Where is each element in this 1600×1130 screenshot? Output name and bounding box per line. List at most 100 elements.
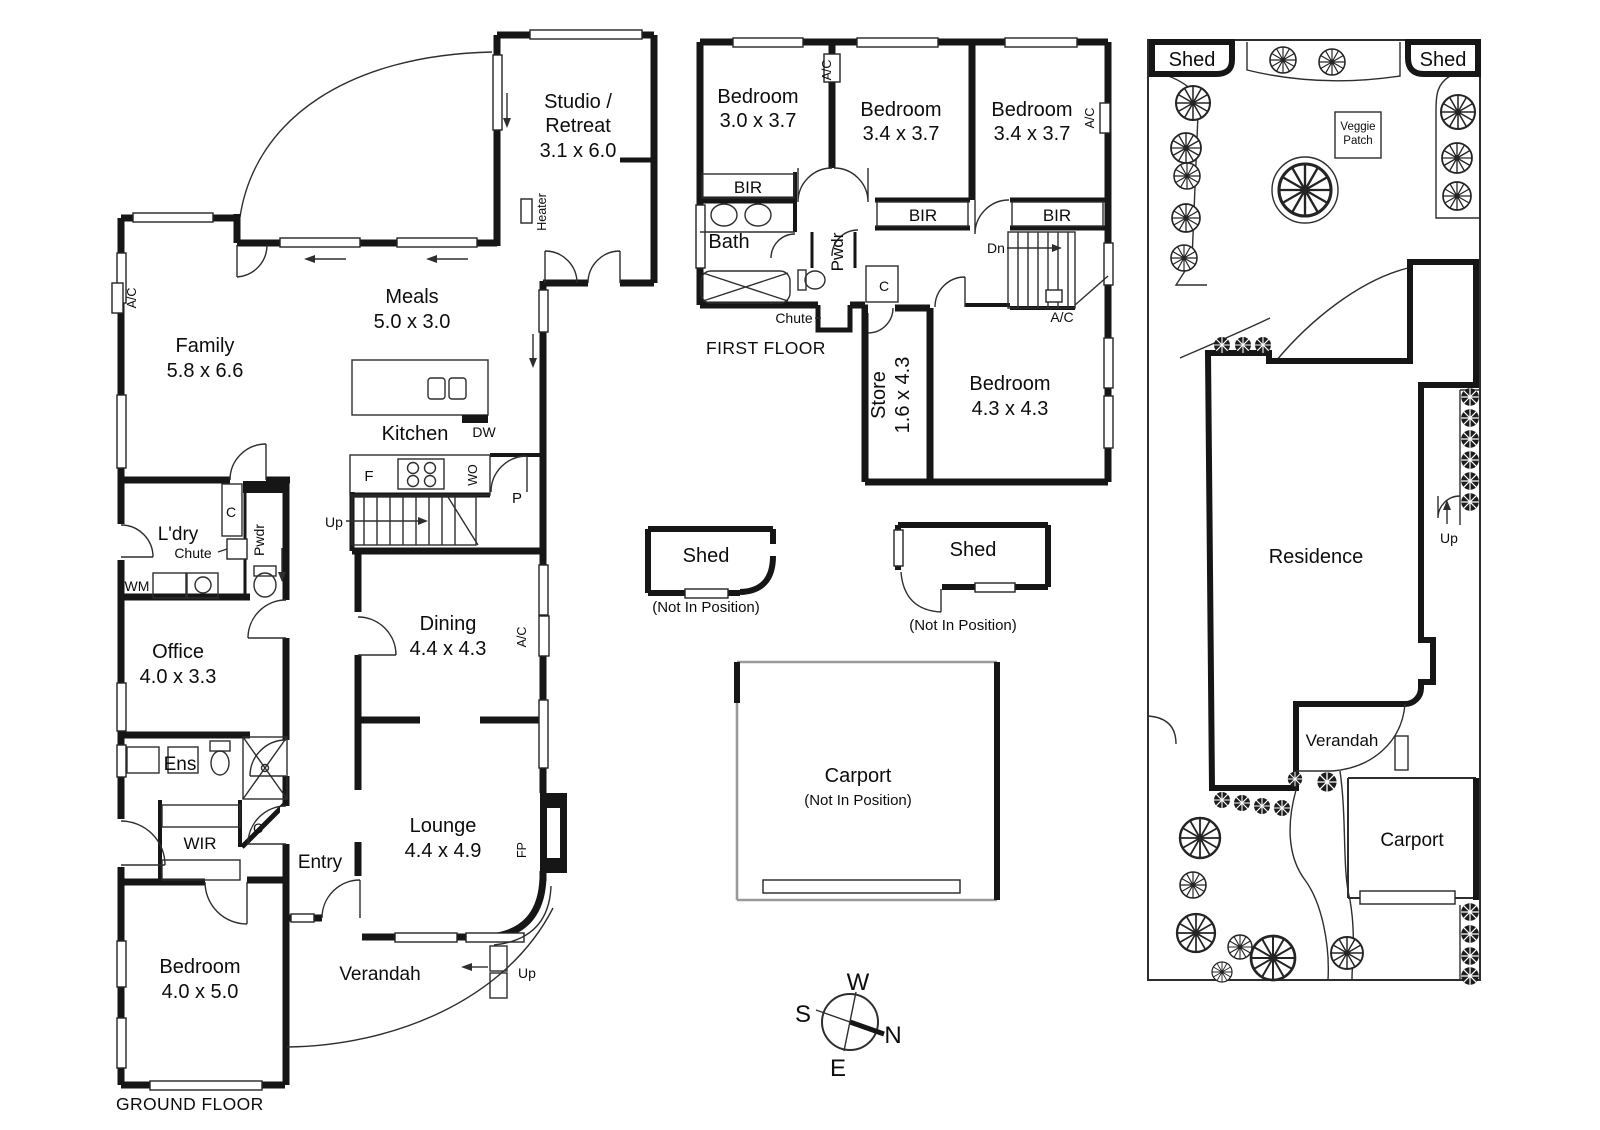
compass-south: S xyxy=(795,1001,811,1028)
label-bir3: BIR xyxy=(1043,206,1071,225)
first-floor-windows xyxy=(695,37,1114,449)
shed1-note: (Not In Position) xyxy=(652,599,760,616)
site-carport: Carport xyxy=(1347,777,1479,905)
room-dims-office: 4.0 x 3.3 xyxy=(140,666,217,688)
room-dims-dining: 4.4 x 4.3 xyxy=(410,638,487,660)
label-dining-ac: A/C xyxy=(515,627,529,648)
label-ff-cupboard: C xyxy=(879,278,889,294)
label-ff-ac1: A/C xyxy=(820,60,834,81)
residence-label: Residence xyxy=(1269,546,1364,568)
compass-west: W xyxy=(847,969,870,996)
dining-ac-unit xyxy=(538,615,550,657)
compass: W S N E xyxy=(795,969,902,1082)
kitchen-island xyxy=(351,359,489,423)
caption-ground-floor: GROUND FLOOR xyxy=(116,1094,264,1114)
room-label-entry: Entry xyxy=(298,852,343,873)
label-pantry: P xyxy=(512,490,522,507)
room-label-office: Office xyxy=(152,641,204,663)
room-label-bedroom2: Bedroom xyxy=(860,99,941,121)
label-bir2: BIR xyxy=(909,206,937,225)
room-label-studio-1: Studio / xyxy=(544,91,612,113)
label-wm: WM xyxy=(125,578,150,594)
room-dims-bedroom1: 3.0 x 3.7 xyxy=(720,110,797,132)
room-label-store: Store xyxy=(868,371,890,419)
site-shrubs xyxy=(1213,336,1480,986)
shed2: Shed (Not In Position) xyxy=(893,522,1051,634)
room-label-dining: Dining xyxy=(420,613,477,635)
site-verandah: Verandah xyxy=(1296,703,1409,772)
label-heater: Heater xyxy=(535,193,549,231)
site-shed-right-label: Shed xyxy=(1420,49,1467,71)
label-verandah-up: Up xyxy=(518,965,536,981)
ground-floor-arrows xyxy=(304,93,537,368)
compass-east: E xyxy=(830,1055,846,1082)
site-up-label: Up xyxy=(1440,530,1458,546)
ground-floor-doors xyxy=(120,244,621,925)
room-dims-lounge: 4.4 x 4.9 xyxy=(405,840,482,862)
room-label-verandah: Verandah xyxy=(339,964,420,985)
outbuildings: Shed (Not In Position) Shed (Not In Posi… xyxy=(645,522,1051,902)
site-carport-label: Carport xyxy=(1380,830,1444,851)
label-wall-oven: WO xyxy=(466,464,480,486)
room-dims-family: 5.8 x 6.6 xyxy=(167,360,244,382)
room-label-family: Family xyxy=(176,335,235,357)
label-ff-ac2: A/C xyxy=(1083,108,1097,129)
label-family-ac: A/C xyxy=(125,288,139,309)
label-powder-gf: Pwdr xyxy=(251,524,267,556)
label-cupboard-laundry: C xyxy=(226,504,236,520)
carport-nip-note: (Not In Position) xyxy=(804,792,912,809)
site-shed-left-label: Shed xyxy=(1169,49,1216,71)
room-label-meals: Meals xyxy=(385,286,438,308)
wir-robes xyxy=(161,804,241,881)
label-cupboard-hall: C xyxy=(253,820,263,836)
room-label-lounge: Lounge xyxy=(410,815,477,837)
room-dims-bedroom3: 3.4 x 3.7 xyxy=(994,123,1071,145)
ensuite-fixtures xyxy=(126,736,288,800)
ground-floor-stairs xyxy=(346,496,479,546)
room-label-studio-2: Retreat xyxy=(545,115,611,137)
shed2-note: (Not In Position) xyxy=(909,617,1017,634)
label-ff-ac3: A/C xyxy=(1050,309,1073,325)
room-label-bedroom3: Bedroom xyxy=(991,99,1072,121)
label-fridge: F xyxy=(364,468,373,485)
room-dims-studio: 3.1 x 6.0 xyxy=(540,140,617,162)
ff-ac-unit-2 xyxy=(1099,102,1111,134)
fireplace xyxy=(540,793,567,873)
label-dishwasher: DW xyxy=(472,424,496,440)
site-shed-left: Shed xyxy=(1149,39,1235,77)
room-label-powder-ff: Pwdr xyxy=(828,232,847,271)
kitchen-bench xyxy=(349,454,491,496)
room-label-kitchen: Kitchen xyxy=(382,423,449,445)
ff-ac-unit-1 xyxy=(823,53,841,83)
carport-nip-label: Carport xyxy=(825,765,892,787)
room-label-bath: Bath xyxy=(708,231,749,253)
ground-floor-windows xyxy=(116,29,643,1091)
shed2-label: Shed xyxy=(950,539,997,561)
carport-nip: Carport (Not In Position) xyxy=(734,660,1000,902)
first-floor-plan: Bedroom 3.0 x 3.7 Bedroom 3.4 x 3.7 Bedr… xyxy=(695,37,1114,486)
label-chute: Chute xyxy=(174,545,212,561)
site-verandah-label: Verandah xyxy=(1306,731,1379,750)
room-label-wir: WIR xyxy=(183,834,216,853)
shed1: Shed (Not In Position) xyxy=(645,526,776,616)
room-dims-bedroom: 4.0 x 5.0 xyxy=(162,981,239,1003)
residence-outline xyxy=(1204,259,1479,791)
label-fireplace: FP xyxy=(515,842,529,858)
label-bir1: BIR xyxy=(734,178,762,197)
compass-north: N xyxy=(884,1022,901,1049)
ground-floor-plan: Family 5.8 x 6.6 Meals 5.0 x 3.0 Studio … xyxy=(111,29,658,1114)
room-label-ensuite: Ens xyxy=(164,754,197,775)
caption-first-floor: FIRST FLOOR xyxy=(706,338,826,358)
room-dims-bedroom4: 4.3 x 4.3 xyxy=(972,398,1049,420)
site-boundary xyxy=(1147,39,1481,981)
room-label-laundry: L'dry xyxy=(158,524,199,545)
bathroom-fixtures xyxy=(700,203,899,304)
shed1-label: Shed xyxy=(683,545,730,567)
laundry-fixtures xyxy=(152,483,286,599)
label-stairs-up: Up xyxy=(325,514,343,530)
room-label-bedroom: Bedroom xyxy=(159,956,240,978)
veggie-patch-label-2: Patch xyxy=(1343,135,1372,147)
family-ac-unit xyxy=(111,282,124,314)
veggie-patch-label-1: Veggie xyxy=(1340,121,1375,133)
